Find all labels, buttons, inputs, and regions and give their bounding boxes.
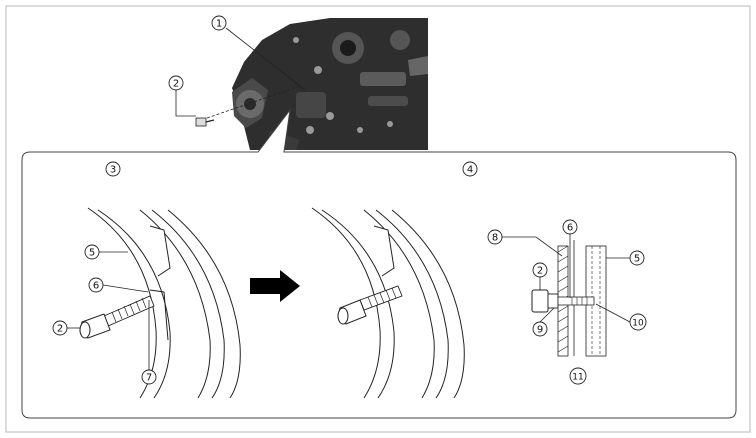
svg-text:4: 4 <box>467 165 473 176</box>
svg-text:9: 9 <box>537 325 543 336</box>
callout-1: 1 <box>211 15 227 31</box>
callout-11: 11 <box>569 367 587 385</box>
right-arrow-icon <box>250 270 300 302</box>
engine-image <box>228 18 428 150</box>
cover-section-middle <box>311 207 465 399</box>
callout-2-top: 2 <box>168 75 184 91</box>
cover-section-left <box>87 207 241 399</box>
svg-text:2: 2 <box>173 79 179 90</box>
svg-text:1: 1 <box>216 19 222 30</box>
svg-text:5: 5 <box>89 248 95 259</box>
svg-text:3: 3 <box>110 165 116 176</box>
svg-text:11: 11 <box>572 373 583 383</box>
callout-9: 9 <box>532 321 548 337</box>
cross-section <box>531 240 607 357</box>
svg-text:2: 2 <box>537 266 543 277</box>
svg-text:6: 6 <box>93 281 99 292</box>
svg-text:2: 2 <box>57 324 63 335</box>
cross-section-leaders <box>502 234 631 323</box>
svg-text:7: 7 <box>146 373 152 384</box>
callout-5-right: 5 <box>629 250 645 266</box>
callout-2-top-leader <box>175 90 196 117</box>
top-bolt <box>195 117 215 127</box>
left-leaders <box>67 251 150 370</box>
svg-text:5: 5 <box>634 254 640 265</box>
callout-6-right: 6 <box>562 219 578 235</box>
callout-7: 7 <box>141 369 157 385</box>
bolt-middle <box>337 285 403 325</box>
top-leaders <box>206 27 306 119</box>
callout-8: 8 <box>487 229 503 245</box>
outer-frame <box>5 5 751 433</box>
callout-10: 10 <box>629 313 647 331</box>
svg-text:6: 6 <box>567 223 573 234</box>
detail-panel <box>21 108 737 419</box>
svg-text:10: 10 <box>632 319 644 329</box>
svg-text:8: 8 <box>492 233 498 244</box>
callout-2-right: 2 <box>532 262 548 278</box>
callout-3: 3 <box>105 161 121 177</box>
callout-5-left: 5 <box>84 244 100 260</box>
callout-2-left: 2 <box>52 320 68 336</box>
callout-6-left: 6 <box>88 277 104 293</box>
bolt-left <box>79 295 155 339</box>
callout-4: 4 <box>462 161 478 177</box>
